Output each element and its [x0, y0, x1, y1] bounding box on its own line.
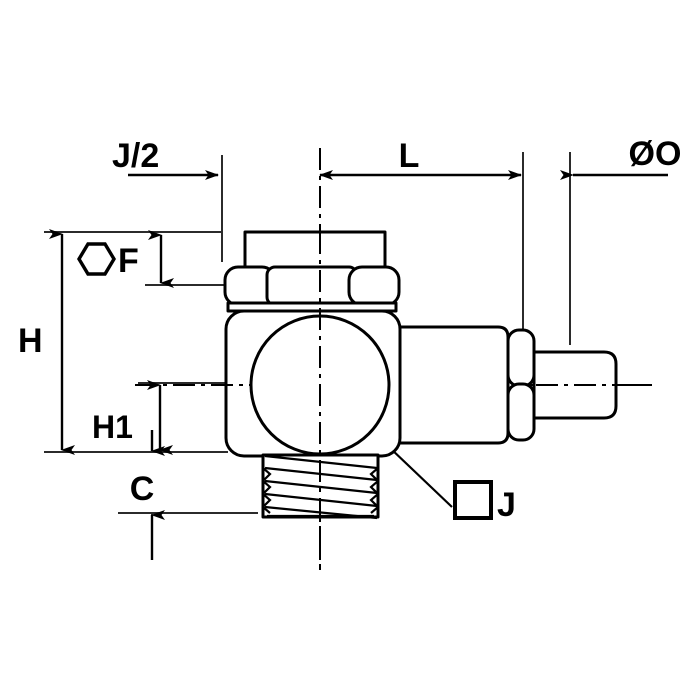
hex-nut [223, 265, 401, 307]
side-collar-upper [506, 328, 536, 388]
dimension-h: H [18, 229, 75, 455]
dim-label-h1: H1 [92, 409, 133, 445]
part-geometry [223, 230, 618, 519]
dimension-l: L [319, 137, 522, 180]
side-collar-lower [506, 382, 536, 442]
dim-label-j2: J/2 [112, 137, 159, 175]
dimension-j2: J/2 [112, 137, 219, 180]
hex-nut-right-face [347, 265, 401, 307]
square-icon [453, 480, 493, 520]
upper-stem [243, 230, 387, 274]
dimension-h1: H1 [92, 380, 173, 455]
hex-nut-center-face [265, 265, 359, 307]
side-barrel [394, 325, 510, 445]
thread-left-crest [261, 467, 272, 514]
dim-label-h: H [18, 322, 43, 360]
dim-label-j: J [497, 486, 516, 524]
dimension-diameter-o: ØO [560, 135, 682, 180]
dim-label-diameter-o: ØO [629, 135, 682, 173]
dimension-c: C [130, 430, 165, 560]
hexagon-icon [77, 242, 116, 276]
dim-label-f: F [118, 242, 139, 280]
dim-label-l: L [399, 137, 420, 175]
dim-label-c: C [130, 470, 155, 508]
thread-helix-2 [264, 479, 378, 495]
dimension-f: F [77, 230, 174, 288]
center-lines-overlay [135, 232, 652, 570]
